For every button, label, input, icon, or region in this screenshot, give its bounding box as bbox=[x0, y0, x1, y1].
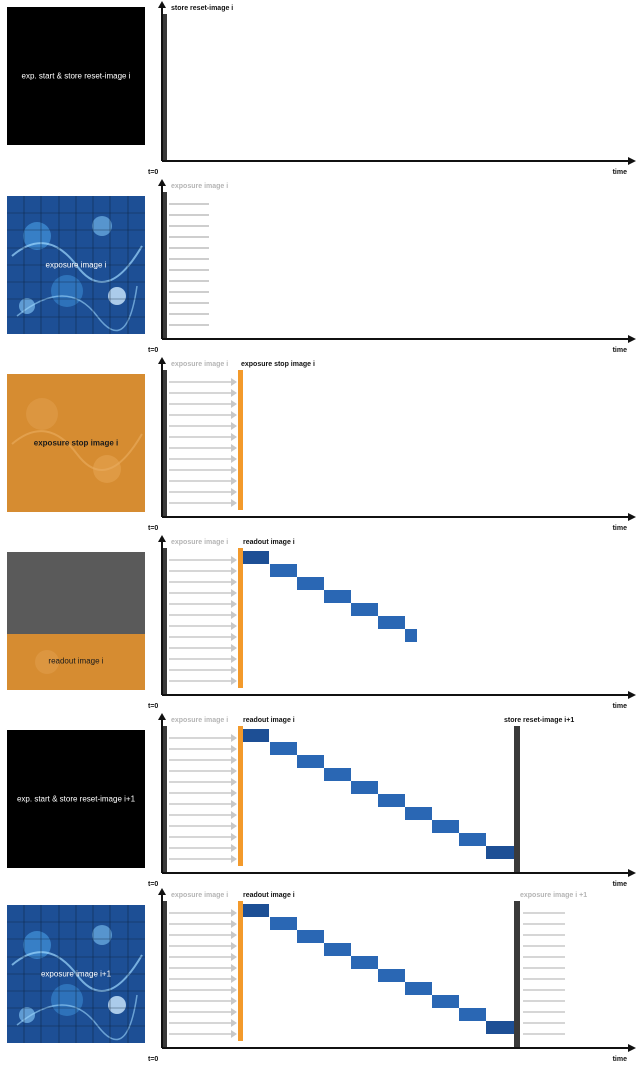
readout-blocks bbox=[243, 551, 417, 642]
time-axis-arrow bbox=[628, 335, 636, 343]
panel-2: exposure image i exposure image i t=0 ti… bbox=[0, 178, 637, 356]
sensor-image bbox=[7, 905, 145, 1043]
timeline: exposure image i readout image i exposur… bbox=[145, 887, 637, 1065]
panel-3: exposure stop image i bbox=[0, 356, 637, 534]
exposure-arrows bbox=[169, 378, 237, 507]
exposure-stop-bar bbox=[238, 548, 243, 688]
reset-bar bbox=[162, 14, 167, 161]
timeline-axes bbox=[158, 357, 636, 521]
readout-label: readout image i bbox=[243, 539, 295, 546]
panel-6: exposure image i+1 bbox=[0, 887, 637, 1065]
reset-bar-next bbox=[514, 726, 520, 873]
thumbnail-label: exposure image i+1 bbox=[40, 969, 112, 979]
readout-label: readout image i bbox=[243, 892, 295, 899]
exposure-stop-bar bbox=[238, 726, 243, 866]
reset-next-label: store reset-image i+1 bbox=[504, 717, 575, 724]
readout-blocks bbox=[243, 729, 514, 859]
time-label: time bbox=[612, 1056, 627, 1063]
timeline-axes bbox=[158, 713, 636, 877]
sensor-image bbox=[7, 374, 145, 512]
exposure-label: exposure image i bbox=[171, 539, 229, 546]
timeline: store reset-image i t=0 time bbox=[145, 0, 637, 178]
exposure-stop-thumbnail: exposure stop image i bbox=[7, 374, 145, 512]
timeline-axes bbox=[158, 1, 636, 165]
exposure-image-thumbnail: exposure image i bbox=[7, 196, 145, 334]
timeline-axes bbox=[158, 535, 636, 699]
exposure-stop-bar bbox=[238, 370, 243, 510]
reset-bar bbox=[162, 901, 167, 1048]
exposure-arrows bbox=[169, 734, 237, 863]
reset-bar bbox=[162, 548, 167, 695]
time-axis-arrow bbox=[628, 869, 636, 877]
time-label: time bbox=[612, 347, 627, 354]
timeline-axes bbox=[158, 888, 636, 1052]
exposure-lines bbox=[169, 203, 209, 326]
reset-image-thumbnail: exp. start & store reset-image i bbox=[7, 7, 145, 145]
exposure-next-thumbnail: exposure image i+1 bbox=[7, 905, 145, 1043]
exposure-arrows bbox=[169, 556, 237, 685]
t0-label: t=0 bbox=[148, 1056, 159, 1063]
exposure-stop-label: exposure stop image i bbox=[241, 361, 315, 368]
panel-4: readout image i bbox=[0, 534, 637, 712]
time-label: time bbox=[612, 525, 627, 532]
y-axis-arrow bbox=[158, 179, 166, 186]
exposure-stop-bar bbox=[238, 901, 243, 1041]
timeline: exposure image i t=0 time bbox=[145, 178, 637, 356]
reset-bar bbox=[162, 192, 167, 339]
timeline-axes bbox=[158, 179, 636, 343]
thumbnail-label: exp. start & store reset-image i bbox=[21, 71, 131, 81]
timeline: exposure image i exposure stop image i t… bbox=[145, 356, 637, 534]
exposure-next-label: exposure image i +1 bbox=[520, 892, 588, 899]
reset-bar bbox=[162, 370, 167, 517]
t0-label: t=0 bbox=[148, 525, 159, 532]
reset-bar-next bbox=[514, 901, 520, 1048]
panel-1: exp. start & store reset-image i store r… bbox=[0, 0, 637, 178]
t0-label: t=0 bbox=[148, 347, 159, 354]
time-axis-arrow bbox=[628, 513, 636, 521]
time-label: time bbox=[612, 703, 627, 710]
time-axis-arrow bbox=[628, 157, 636, 165]
t0-label: t=0 bbox=[148, 169, 159, 176]
exposure-label: exposure image i bbox=[171, 361, 229, 368]
readout-blocks bbox=[243, 904, 514, 1034]
exposure-label: exposure image i bbox=[171, 717, 229, 724]
time-label: time bbox=[612, 881, 627, 888]
reset-bar bbox=[162, 726, 167, 873]
sensor-image bbox=[7, 552, 145, 690]
thumbnail-label: exposure image i bbox=[45, 260, 107, 270]
panel-5: exp. start & store reset-image i+1 bbox=[0, 712, 637, 890]
time-axis-arrow bbox=[628, 1044, 636, 1052]
exposure-next-lines bbox=[523, 912, 565, 1035]
t0-label: t=0 bbox=[148, 703, 159, 710]
y-axis-arrow bbox=[158, 713, 166, 720]
exposure-arrows bbox=[169, 909, 237, 1038]
reset-label: store reset-image i bbox=[171, 5, 234, 12]
y-axis-arrow bbox=[158, 1, 166, 8]
readout-thumbnail: readout image i bbox=[7, 552, 145, 690]
time-axis-arrow bbox=[628, 691, 636, 699]
thumbnail-label: exp. start & store reset-image i+1 bbox=[16, 794, 136, 804]
readout-label: readout image i bbox=[243, 717, 295, 724]
exposure-label: exposure image i bbox=[171, 892, 229, 899]
y-axis-arrow bbox=[158, 357, 166, 364]
time-label: time bbox=[612, 169, 627, 176]
exposure-label: exposure image i bbox=[171, 183, 229, 190]
thumbnail-label: readout image i bbox=[48, 656, 104, 666]
t0-label: t=0 bbox=[148, 881, 159, 888]
timeline: exposure image i readout image i store r… bbox=[145, 712, 637, 890]
thumbnail-label: exposure stop image i bbox=[33, 438, 119, 448]
timeline: exposure image i readout image i t=0 tim… bbox=[145, 534, 637, 712]
y-axis-arrow bbox=[158, 888, 166, 895]
reset-image-thumbnail: exp. start & store reset-image i+1 bbox=[7, 730, 145, 868]
y-axis-arrow bbox=[158, 535, 166, 542]
sensor-image bbox=[7, 196, 145, 334]
